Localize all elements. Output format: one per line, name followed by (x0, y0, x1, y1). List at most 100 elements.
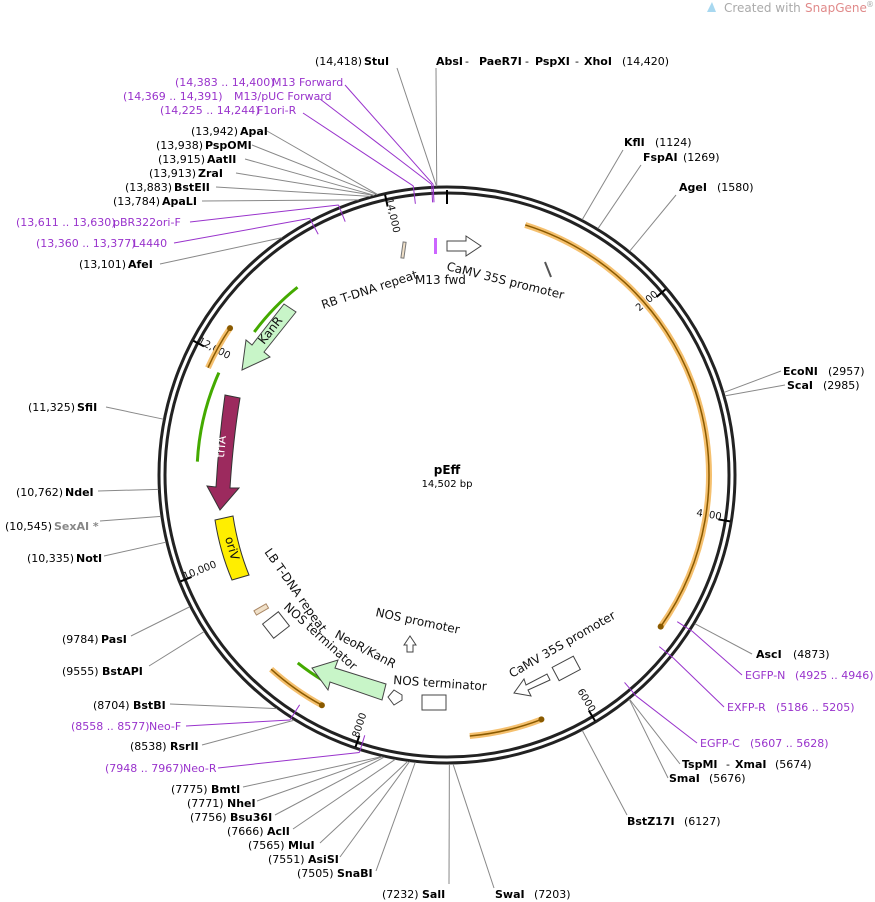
enzyme-leader-line (99, 515, 162, 522)
primer-leader-line (302, 112, 414, 187)
primer-neo-r[interactable]: Neo-R (183, 762, 217, 775)
enzyme-sfii[interactable]: SfiI (77, 401, 97, 414)
primer-pbr322ori-f-range: (13,611 .. 13,630) (16, 216, 116, 229)
primer-exfp-r-range: (5186 .. 5205) (776, 701, 855, 714)
orf-arc-bottom (469, 716, 543, 739)
primer-neo-r-range: (7948 .. 7967) (105, 762, 184, 775)
enzyme-fspai-pos: (1269) (683, 151, 720, 164)
enzyme-xhoi[interactable]: XhoI (584, 55, 612, 68)
primer-leader-line (319, 98, 432, 185)
primer-f1ori-r[interactable]: F1ori-R (257, 104, 297, 117)
enzyme-bstz17i[interactable]: BstZ17I (627, 815, 675, 828)
scale-tick-6 (384, 194, 389, 207)
feature-arcs (195, 222, 712, 739)
enzyme-mlui-pos: (7565) (248, 839, 285, 852)
feature-label-m13fwd: M13 fwd (415, 273, 466, 287)
enzyme-bsu36i-pos: (7756) (190, 811, 227, 824)
feature-trfa[interactable]: trfA (206, 394, 241, 511)
enzyme-leader-line (581, 730, 628, 816)
enzyme-sexai[interactable]: SexAI * (54, 520, 99, 533)
enzyme-asisi[interactable]: AsiSI (308, 853, 339, 866)
enzyme-afei[interactable]: AfeI (128, 258, 153, 271)
enzyme-pasi[interactable]: PasI (101, 633, 127, 646)
enzyme-bstbi[interactable]: BstBI (133, 699, 166, 712)
enzyme-acli[interactable]: AclI (267, 825, 290, 838)
enzyme-bsteii-pos: (13,883) (125, 181, 172, 194)
primer-m13puc-forward[interactable]: M13/pUC Forward (234, 90, 332, 103)
scale-tick-3 (354, 735, 361, 748)
enzyme-bstapi[interactable]: BstAPI (102, 665, 143, 678)
enzyme-asci[interactable]: AscI (756, 648, 782, 661)
left-labels: (14,418) StuI (14,383 .. 14,400) M13 For… (5, 55, 445, 901)
feature-camv35s-bottom[interactable]: CaMV 35S promoter (507, 608, 618, 697)
neor-arrow-icon (311, 659, 387, 701)
feature-nos-terminator-bottom[interactable]: NOS terminator (387, 673, 487, 711)
enzyme-scai[interactable]: ScaI (787, 379, 813, 392)
enzyme-sexai-pos: (10,545) (5, 520, 52, 533)
enzyme-apai[interactable]: ApaI (240, 125, 268, 138)
enzyme-smai[interactable]: SmaI (669, 772, 700, 785)
watermark-brand: SnapGene (805, 1, 867, 15)
enzyme-apai-pos: (13,942) (191, 125, 238, 138)
enzyme-snabi[interactable]: SnaBI (337, 867, 373, 880)
enzyme-bmti[interactable]: BmtI (211, 783, 240, 796)
small-marker-top-right (544, 261, 552, 278)
primer-m13-forward[interactable]: M13 Forward (272, 76, 343, 89)
enzyme-bsteii[interactable]: BstEII (174, 181, 210, 194)
enzyme-kfli-pos: (1124) (655, 136, 692, 149)
primer-l4440[interactable]: L4440 (133, 237, 167, 250)
enzyme-bsu36i[interactable]: Bsu36I (230, 811, 272, 824)
enzyme-econi[interactable]: EcoNI (783, 365, 818, 378)
enzyme-mlui[interactable]: MluI (288, 839, 315, 852)
primer-leader-line (185, 719, 290, 727)
enzyme-nhei[interactable]: NheI (227, 797, 256, 810)
primer-egfp-c[interactable]: EGFP-C (700, 737, 740, 750)
enzyme-sali[interactable]: SalI (422, 888, 445, 901)
enzyme-agei[interactable]: AgeI (679, 181, 707, 194)
feature-m13fwd[interactable]: M13 fwd (415, 238, 466, 287)
enzyme-tspmi[interactable]: TspMI (682, 758, 718, 771)
primer-pbr322ori-f[interactable]: pBR322ori-F (113, 216, 181, 229)
orf-arc-bottom-line (469, 718, 542, 737)
enzyme-rsrii[interactable]: RsrII (170, 740, 199, 753)
enzyme-nhei-pos: (7771) (187, 797, 224, 810)
enzyme-swai[interactable]: SwaI (495, 888, 525, 901)
primer-exfp-r[interactable]: EXFP-R (727, 701, 766, 714)
enzyme-sfii-pos: (11,325) (28, 401, 75, 414)
enzyme-leader-line (292, 758, 396, 830)
feature-rb-repeat[interactable]: RB T-DNA repeat (320, 241, 420, 312)
enzyme-econi-pos: (2957) (828, 365, 865, 378)
primer-neo-f[interactable]: Neo-F (149, 720, 181, 733)
primer-egfp-n[interactable]: EGFP-N (745, 669, 785, 682)
primer-leader-line (692, 631, 743, 676)
enzyme-stui[interactable]: StuI (364, 55, 389, 68)
primer-site-marker (412, 185, 416, 204)
green-arc-left (195, 372, 221, 462)
feature-nos-promoter[interactable]: NOS promoter (374, 605, 461, 653)
enzyme-pspxi[interactable]: PspXI (535, 55, 570, 68)
enzyme-zrai[interactable]: ZraI (198, 167, 223, 180)
enzyme-noti[interactable]: NotI (76, 552, 102, 565)
primer-site-marker (432, 184, 435, 203)
primer-neo-f-range: (8558 .. 8577) (71, 720, 150, 733)
enzyme-leader-line (97, 488, 159, 492)
feature-oriv[interactable]: oriV (214, 515, 250, 581)
enzyme-ndei-pos: (10,762) (16, 486, 63, 499)
enzyme-absi[interactable]: AbsI (436, 55, 463, 68)
enzyme-ndei[interactable]: NdeI (65, 486, 94, 499)
enzyme-paer7i[interactable]: PaeR7I (479, 55, 522, 68)
enzyme-apali[interactable]: ApaLI (162, 195, 197, 208)
enzyme-aatii[interactable]: AatII (207, 153, 236, 166)
enzyme-afei-pos: (13,101) (79, 258, 126, 271)
enzyme-leader-line (169, 703, 277, 710)
enzyme-sep-1: - (465, 55, 469, 68)
backbone-outer-ring (157, 185, 737, 765)
enzyme-snabi-pos: (7505) (297, 867, 334, 880)
rb-repeat-marker (400, 241, 407, 259)
enzyme-kfli[interactable]: KflI (624, 136, 645, 149)
enzyme-pspomi[interactable]: PspOMI (205, 139, 252, 152)
enzyme-fspai[interactable]: FspAI (643, 151, 678, 164)
enzyme-leader-line (256, 756, 383, 802)
enzyme-xmai[interactable]: XmaI (735, 758, 766, 771)
